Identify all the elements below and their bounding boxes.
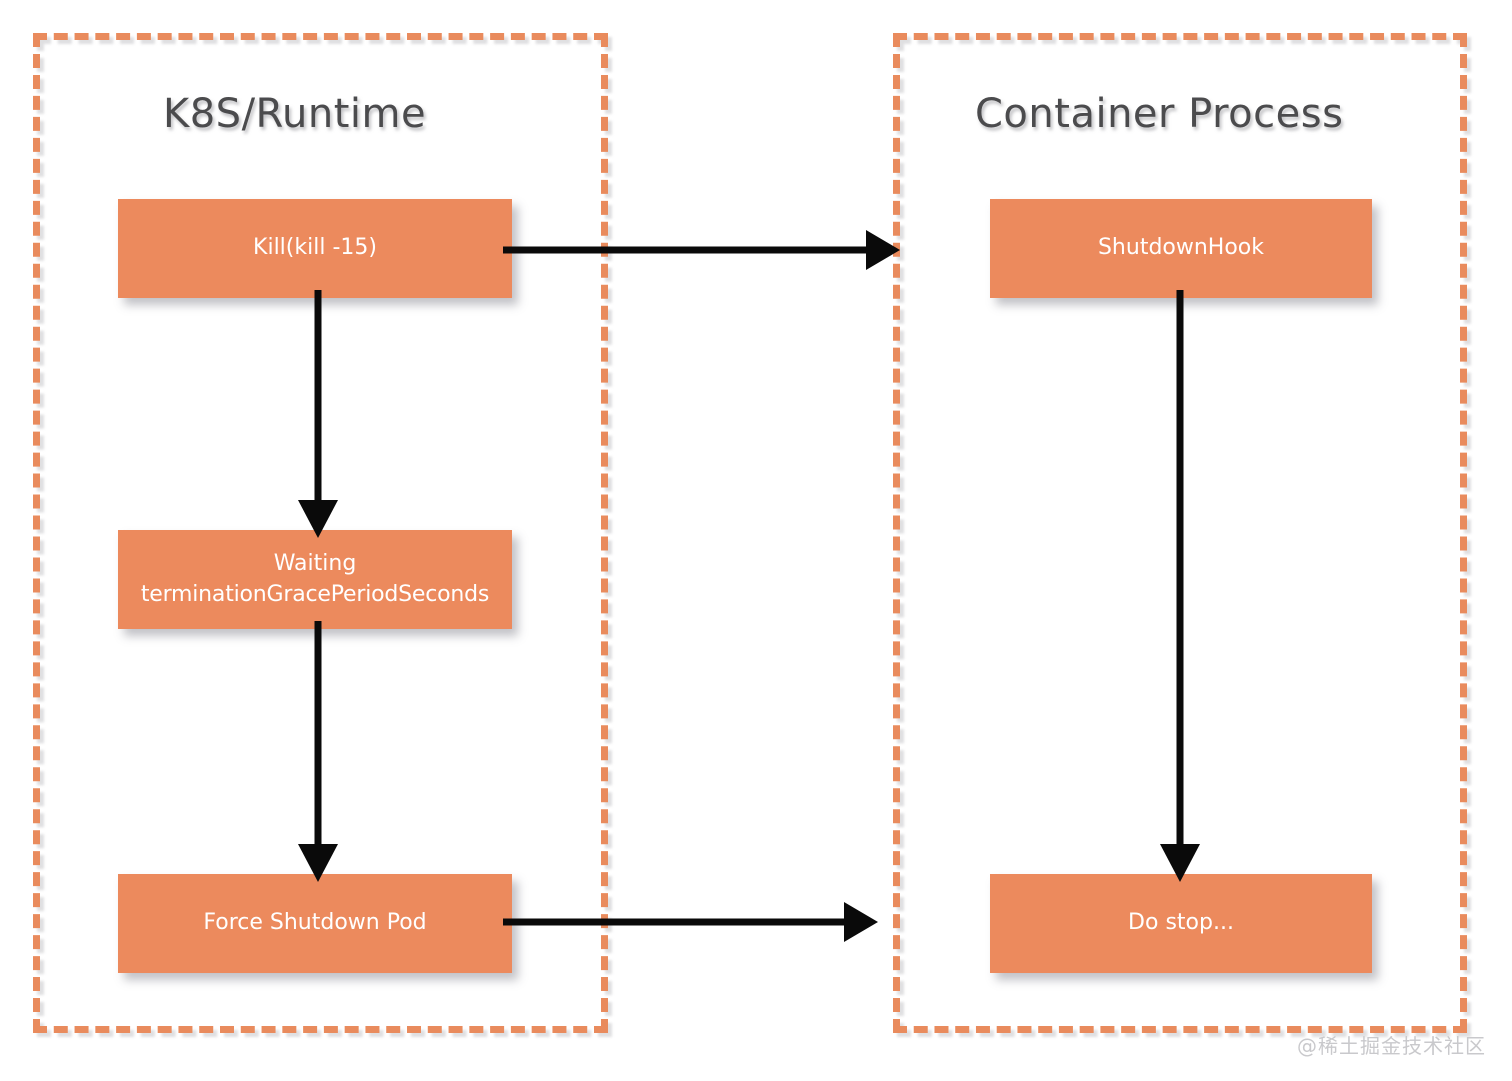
node-force-shutdown-pod-label: Force Shutdown Pod — [203, 910, 427, 936]
lane-k8s-runtime — [33, 33, 608, 1033]
node-waiting-label-line1: Waiting — [273, 551, 357, 577]
arrow-shutdown-hook-to-do-stop — [1160, 290, 1200, 882]
arrow-waiting-to-force-shutdown — [298, 621, 338, 882]
node-kill-label: Kill(kill -15) — [253, 235, 377, 261]
node-do-stop-label: Do stop... — [1128, 910, 1234, 936]
arrow-force-shutdown-to-do-stop — [503, 902, 878, 942]
lane-title-container-process: Container Process — [975, 91, 1344, 137]
lane-container-process — [893, 33, 1467, 1033]
arrow-kill-to-shutdown-hook — [503, 230, 900, 270]
node-waiting-label-line2: terminationGracePeriodSeconds — [140, 581, 490, 607]
node-shutdown-hook[interactable]: ShutdownHook — [990, 199, 1372, 298]
lane-title-k8s-runtime: K8S/Runtime — [163, 91, 427, 137]
node-force-shutdown-pod[interactable]: Force Shutdown Pod — [118, 874, 512, 973]
node-shutdown-hook-label: ShutdownHook — [1097, 235, 1265, 261]
lane-right-shadow — [897, 37, 1471, 1037]
node-do-stop[interactable]: Do stop... — [990, 874, 1372, 973]
arrow-kill-to-waiting — [298, 290, 338, 538]
node-kill[interactable]: Kill(kill -15) — [118, 199, 512, 298]
node-waiting[interactable]: Waiting terminationGracePeriodSeconds — [118, 530, 512, 629]
lane-left-shadow — [37, 37, 612, 1037]
watermark: @稀土掘金技术社区 — [1297, 1034, 1486, 1058]
